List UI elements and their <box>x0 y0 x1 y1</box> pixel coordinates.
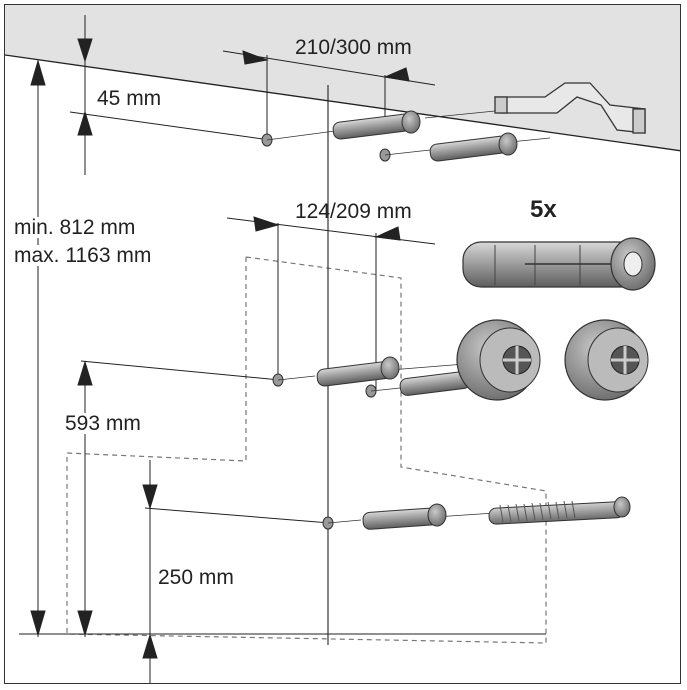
label-bottom-height: 250 mm <box>158 566 234 589</box>
screw-cap-2 <box>564 319 649 401</box>
label-total-height-max: max. 1163 mm <box>14 244 152 267</box>
label-top-spacing: 210/300 mm <box>295 36 412 59</box>
dowel-bottom <box>362 503 447 530</box>
dimension-middle-height <box>77 360 281 637</box>
dimension-top-spacing <box>222 50 436 140</box>
mounting-bracket <box>494 82 646 134</box>
label-mid-spacing: 124/209 mm <box>295 200 412 223</box>
ceiling-edge <box>5 54 680 152</box>
dowel-large <box>462 237 656 291</box>
label-total-height-min: min. 812 mm <box>14 216 136 239</box>
dowel-mid-1 <box>316 356 400 387</box>
label-quantity: 5x <box>530 196 557 223</box>
appliance-outline <box>66 256 547 644</box>
dimension-bottom-height <box>142 460 331 683</box>
dimension-mid-spacing <box>226 216 436 390</box>
threaded-screw <box>488 496 631 525</box>
diagram-drawing <box>5 5 680 683</box>
dimension-top-offset <box>69 15 271 175</box>
installation-diagram: 210/300 mm 45 mm 124/209 mm 5x min. 812 … <box>4 4 681 684</box>
drill-holes <box>261 133 391 530</box>
dimension-total-height <box>19 59 546 637</box>
dowel-top-1 <box>332 110 421 140</box>
screw-cap-1 <box>456 319 541 401</box>
label-top-offset: 45 mm <box>97 87 162 110</box>
dowel-top-2 <box>429 132 518 162</box>
ceiling-area <box>5 5 680 151</box>
label-middle-height: 593 mm <box>65 412 141 435</box>
